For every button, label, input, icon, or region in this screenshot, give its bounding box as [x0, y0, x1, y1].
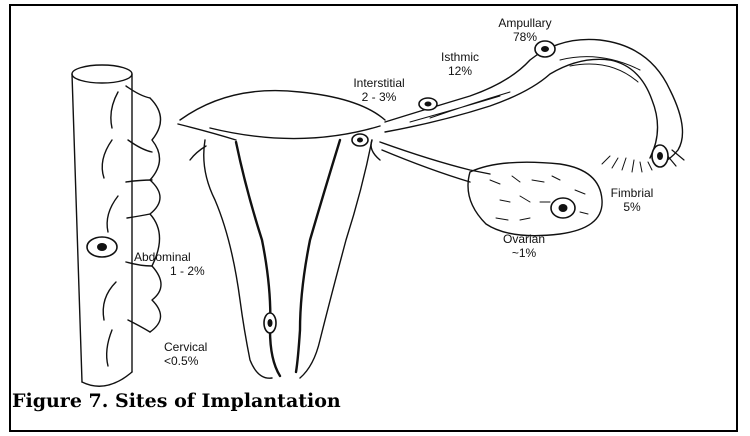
interstitial-name: Interstitial: [346, 76, 412, 90]
abdominal-embryo-icon: [87, 237, 117, 257]
abdominal-label: Abdominal 1 - 2%: [134, 250, 210, 278]
fimbrial-label: Fimbrial 5%: [604, 186, 660, 214]
isthmic-label: Isthmic 12%: [432, 50, 488, 78]
cervical-name: Cervical: [164, 340, 222, 354]
fimbrial-embryo-icon: [652, 145, 668, 167]
interstitial-embryo-icon: [352, 134, 368, 146]
abdominal-rate: 1 - 2%: [134, 264, 210, 278]
fimbrial-name: Fimbrial: [604, 186, 660, 200]
ampullary-rate: 78%: [490, 30, 560, 44]
cervical-embryo-icon: [264, 313, 276, 333]
isthmic-name: Isthmic: [432, 50, 488, 64]
ovarian-embryo-icon: [551, 198, 575, 218]
isthmic-rate: 12%: [432, 64, 488, 78]
ovarian-label: Ovarian ~1%: [496, 232, 552, 260]
ovarian-rate: ~1%: [496, 246, 552, 260]
interstitial-label: Interstitial 2 - 3%: [346, 76, 412, 104]
cervical-label: Cervical <0.5%: [164, 340, 222, 368]
interstitial-rate: 2 - 3%: [346, 90, 412, 104]
ampullary-label: Ampullary 78%: [490, 16, 560, 44]
abdominal-name: Abdominal: [134, 250, 210, 264]
isthmic-embryo-icon: [419, 98, 437, 110]
intestine-segment: [72, 65, 161, 386]
ampullary-name: Ampullary: [490, 16, 560, 30]
uterine-right-wall: [296, 140, 380, 378]
cervical-rate: <0.5%: [164, 354, 222, 368]
figure-caption: Figure 7. Sites of Implantation: [12, 390, 341, 412]
fimbrial-rate: 5%: [604, 200, 660, 214]
ovarian-ligament: [380, 142, 490, 182]
ovarian-name: Ovarian: [496, 232, 552, 246]
